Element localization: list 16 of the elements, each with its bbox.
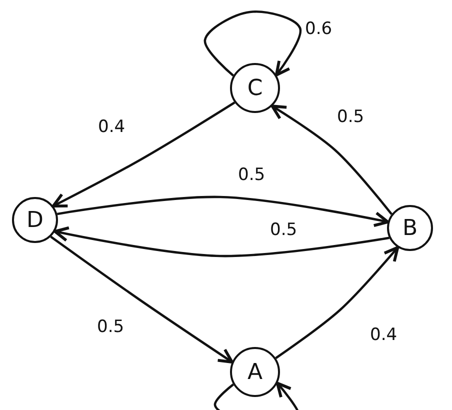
self-loop-arrow <box>214 382 302 410</box>
state-label: D <box>26 208 44 232</box>
state-circle <box>230 63 280 113</box>
arrow <box>270 104 392 215</box>
self-loop-arrow <box>204 10 302 76</box>
state-circle <box>230 347 280 397</box>
state-label: A <box>247 360 263 384</box>
state-label: B <box>402 216 418 240</box>
arrow <box>50 236 234 364</box>
arrow <box>54 226 390 258</box>
state-circle <box>387 205 433 251</box>
arrow <box>52 102 236 208</box>
arrow <box>57 196 390 228</box>
state-circle <box>12 197 58 243</box>
state-label: C <box>247 76 263 100</box>
arrow <box>275 246 400 360</box>
